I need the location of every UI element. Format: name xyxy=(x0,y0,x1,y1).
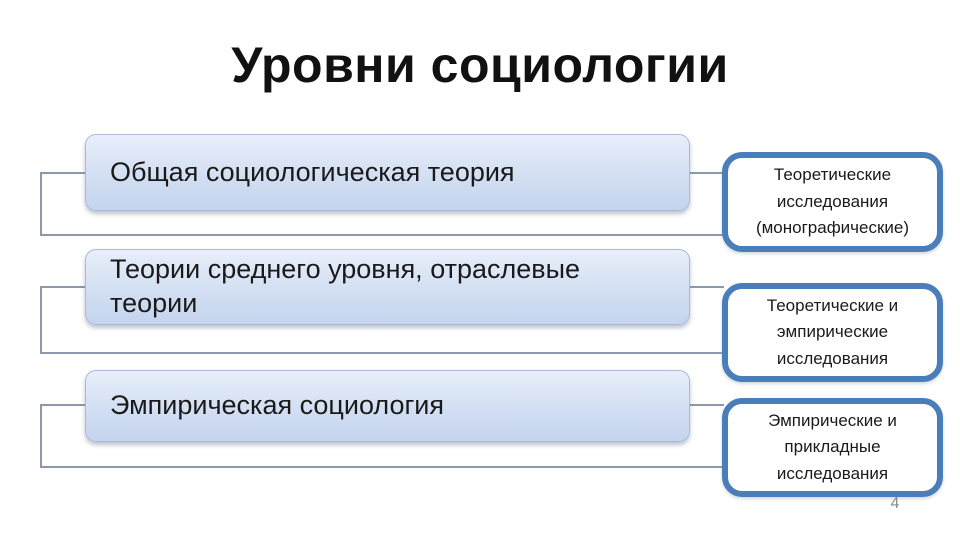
connector-bracket-bottom-3 xyxy=(40,466,724,468)
connector-stub-3 xyxy=(688,404,724,406)
connector-bracket-top-2 xyxy=(40,286,86,288)
research-box-label: Теоретические исследования (монографичес… xyxy=(755,165,910,238)
research-box-label: Теоретические и эмпирические исследовани… xyxy=(766,295,899,368)
research-box-theoretical: Теоретические исследования (монографичес… xyxy=(722,152,943,252)
level-box-label: Теории среднего уровня, отраслевые теори… xyxy=(110,254,581,318)
connector-bracket-vertical-2 xyxy=(40,286,42,353)
page-number: 4 xyxy=(890,495,900,512)
level-box-label: Общая социологическая теория xyxy=(110,156,515,187)
level-box-middle-range-theories: Теории среднего уровня, отраслевые теори… xyxy=(85,249,690,325)
connector-bracket-top-1 xyxy=(40,172,86,174)
level-box-general-theory: Общая социологическая теория xyxy=(85,134,690,211)
research-box-label: Эмпирические и прикладные исследования xyxy=(768,410,897,483)
connector-bracket-vertical-3 xyxy=(40,404,42,468)
research-box-theoretical-empirical: Теоретические и эмпирические исследовани… xyxy=(722,283,943,382)
connector-stub-2 xyxy=(688,286,724,288)
connector-bracket-bottom-2 xyxy=(40,352,724,354)
connector-bracket-bottom-1 xyxy=(40,234,724,236)
connector-bracket-top-3 xyxy=(40,404,86,406)
level-box-label: Эмпирическая социология xyxy=(110,390,445,421)
level-box-empirical-sociology: Эмпирическая социология xyxy=(85,370,690,442)
connector-bracket-vertical-1 xyxy=(40,172,42,235)
research-box-empirical-applied: Эмпирические и прикладные исследования xyxy=(722,398,943,497)
connector-stub-1 xyxy=(688,172,724,174)
slide-title: Уровни социологии xyxy=(231,37,729,93)
